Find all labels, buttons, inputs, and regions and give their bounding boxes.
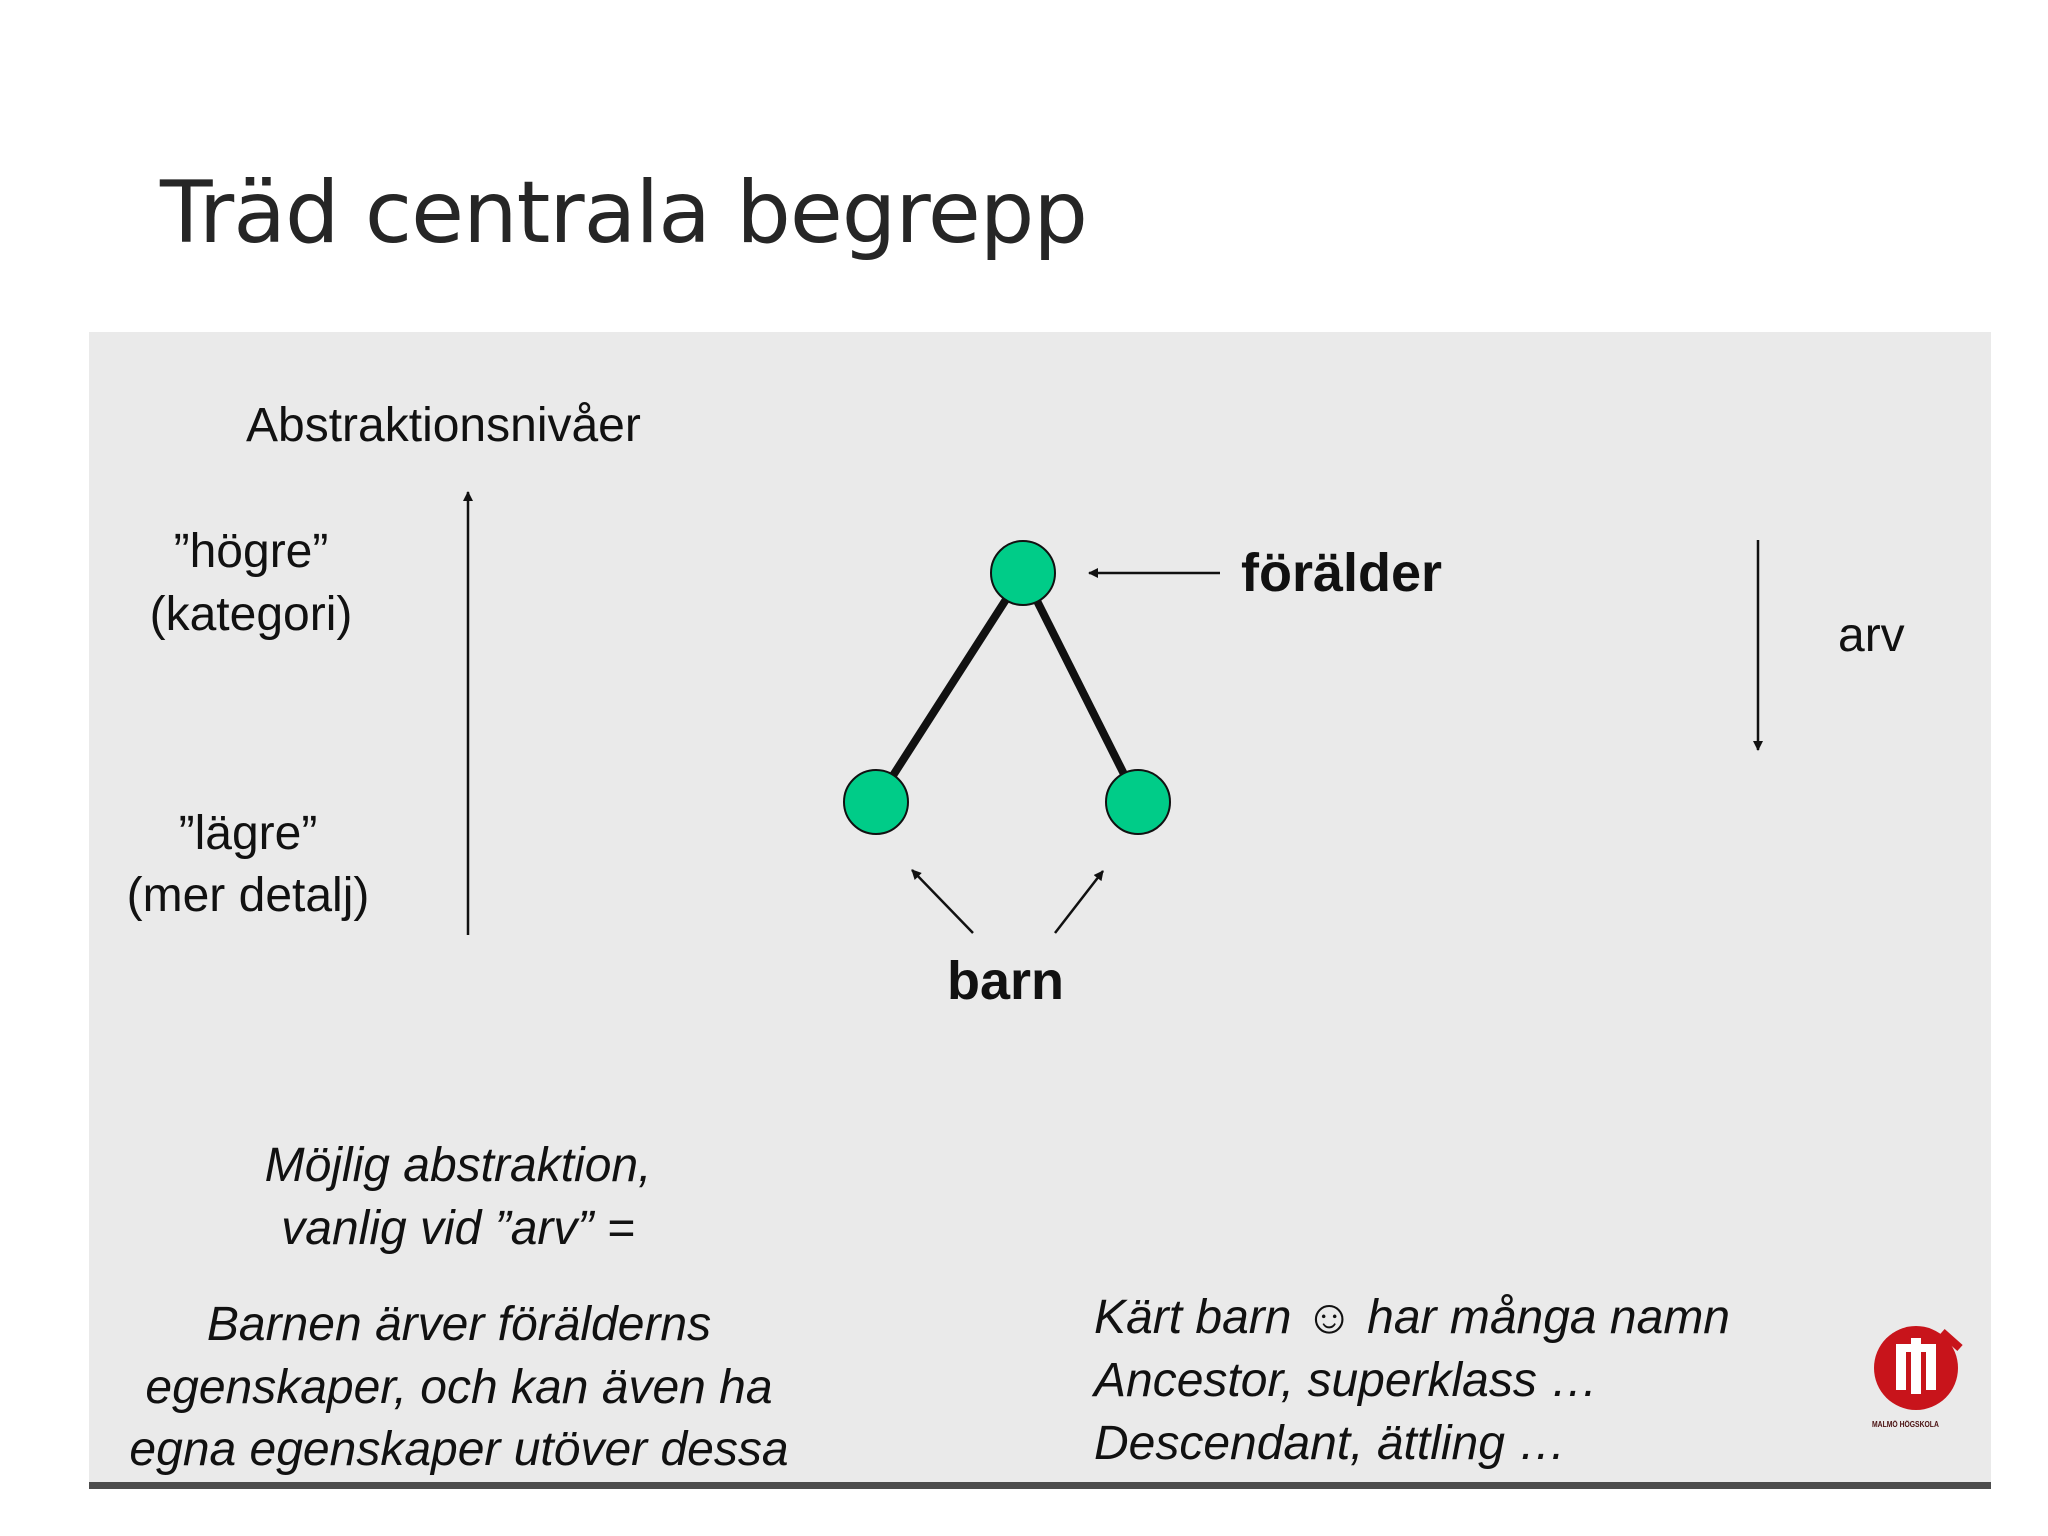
parent-label: förälder [1241,543,1443,603]
names-note-line-2: Ancestor, superklass … [1094,1354,1599,1407]
inherit-note-line-1: Barnen ärver förälderns [206,1298,712,1351]
higher-sub-label: (kategori) [149,588,353,641]
tree-diagram [463,491,1763,935]
university-logo: MALMÖ HÖGSKOLA [1870,1322,1970,1437]
child-left-pointer-arrow [911,869,974,934]
child-node-right [1105,769,1171,835]
diagram-panel: Abstraktionsnivåer ”högre” (kategori) ”l… [89,332,1991,1489]
university-logo-icon [1874,1326,1963,1410]
abstraction-heading: Abstraktionsnivåer [246,399,641,452]
logo-caption: MALMÖ HÖGSKOLA [1872,1420,1939,1429]
edge-right [1019,571,1142,804]
lower-sub-label: (mer detalj) [126,869,370,922]
parent-node [990,540,1056,606]
lower-label: ”lägre” [178,807,318,860]
inheritance-label: arv [1838,609,1905,662]
abstraction-note-line-2: vanlig vid ”arv” = [281,1202,635,1255]
names-note-line-3: Descendant, ättling … [1094,1417,1567,1470]
inherit-note-line-2: egenskaper, och kan även ha [145,1361,773,1414]
edge-left [872,570,1027,805]
children-label: barn [947,951,1065,1011]
higher-label: ”högre” [173,525,329,578]
slide-title: Träd centrala begrepp [160,163,1088,263]
names-note-line-1: Kärt barn ☺ har många namn [1094,1291,1730,1344]
inherit-note-line-3: egna egenskaper utöver dessa [129,1423,789,1476]
child-right-pointer-arrow [1054,870,1104,934]
child-node-left [843,769,909,835]
abstraction-note-line-1: Möjlig abstraktion, [264,1139,652,1192]
